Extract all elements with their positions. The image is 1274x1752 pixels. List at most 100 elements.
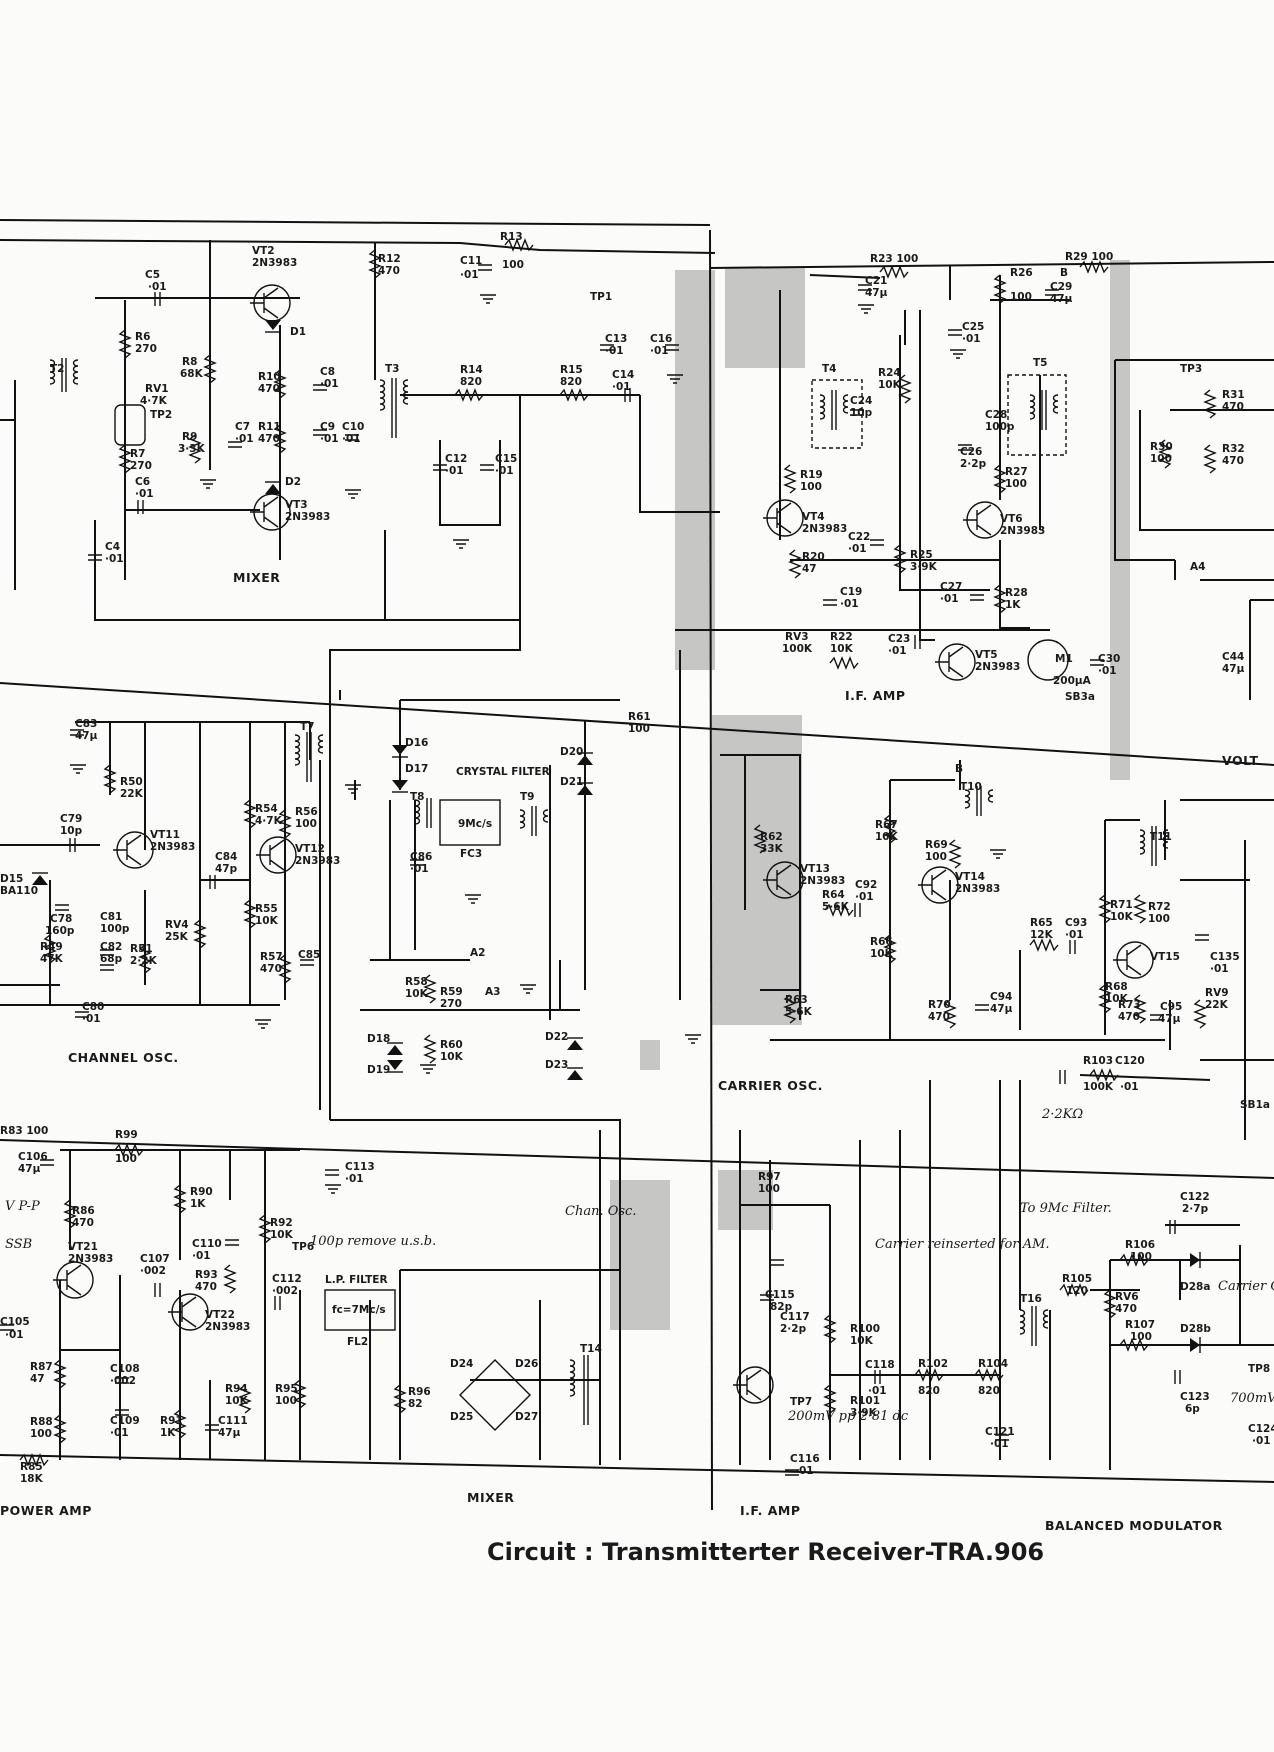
section-titles: MIXER I.F. AMP CHANNEL OSC. CARRIER OSC.… [0, 570, 1258, 1533]
resistor-r49 [43, 934, 57, 964]
svg-text:470: 470 [1222, 401, 1244, 413]
svg-text:47: 47 [802, 563, 817, 575]
svg-text:TP6: TP6 [292, 1241, 314, 1253]
svg-text:D23: D23 [545, 1059, 568, 1071]
svg-text:5·6K: 5·6K [785, 1006, 813, 1018]
resistor-r99 [114, 1143, 144, 1157]
svg-text:R61: R61 [628, 711, 651, 723]
svg-text:47µ: 47µ [75, 730, 98, 742]
svg-text:·01: ·01 [1098, 665, 1117, 677]
svg-text:270: 270 [440, 998, 462, 1010]
svg-text:820: 820 [918, 1385, 940, 1397]
svg-text:2·2p: 2·2p [960, 458, 987, 470]
svg-text:R96: R96 [408, 1386, 431, 1398]
svg-text:R60: R60 [440, 1039, 463, 1051]
svg-text:5·6K: 5·6K [822, 901, 850, 913]
svg-text:10K: 10K [440, 1051, 464, 1063]
svg-text:TP8: TP8 [1248, 1363, 1270, 1375]
svg-text:R8: R8 [182, 356, 197, 368]
svg-text:R68: R68 [1105, 981, 1128, 993]
svg-text:SB3a: SB3a [1065, 691, 1095, 703]
svg-text:R27: R27 [1005, 466, 1028, 478]
svg-text:C93: C93 [1065, 917, 1087, 929]
crystal-filter-label: CRYSTAL FILTER [456, 766, 550, 778]
svg-text:10K: 10K [405, 988, 429, 1000]
svg-text:T10: T10 [960, 781, 982, 793]
svg-text:C84: C84 [215, 851, 237, 863]
svg-text:R58: R58 [405, 976, 428, 988]
resistor-r20 [788, 549, 802, 579]
svg-text:1K: 1K [1005, 599, 1021, 611]
svg-text:100: 100 [925, 851, 947, 863]
svg-text:R24: R24 [878, 367, 901, 379]
transformer-t5 [1029, 390, 1059, 430]
svg-text:C44: C44 [1222, 651, 1244, 663]
svg-text:120: 120 [1066, 1285, 1088, 1297]
svg-text:C111: C111 [218, 1415, 248, 1427]
svg-text:C122: C122 [1180, 1191, 1210, 1203]
resistor-symbols [19, 238, 1217, 1467]
svg-text:10K: 10K [225, 1395, 249, 1407]
svg-text:470: 470 [378, 265, 400, 277]
svg-text:100: 100 [30, 1428, 52, 1440]
section-if-amp-bottom: I.F. AMP [740, 1503, 800, 1518]
resistor-r96 [393, 1384, 407, 1414]
note-700mv: 700mV pp [1230, 1391, 1274, 1406]
svg-text:R63: R63 [785, 994, 808, 1006]
svg-text:·01: ·01 [855, 891, 874, 903]
svg-text:C21: C21 [865, 275, 887, 287]
resistor-r13 [504, 238, 534, 252]
svg-text:2N3983: 2N3983 [955, 883, 1000, 895]
svg-text:R62: R62 [760, 831, 783, 843]
svg-text:R55: R55 [255, 903, 278, 915]
section-mixer-top: MIXER [233, 570, 280, 585]
svg-text:2N3983: 2N3983 [150, 841, 195, 853]
svg-text:100K: 100K [1083, 1081, 1114, 1093]
svg-text:47µ: 47µ [990, 1003, 1013, 1015]
resistor-r67 [883, 814, 897, 844]
svg-text:47: 47 [30, 1373, 45, 1385]
svg-text:47µ: 47µ [1222, 663, 1245, 675]
svg-text:R64: R64 [822, 889, 845, 901]
svg-text:160p: 160p [45, 925, 75, 937]
svg-text:470: 470 [928, 1011, 950, 1023]
svg-text:C110: C110 [192, 1238, 222, 1250]
svg-text:2·2K: 2·2K [130, 955, 158, 967]
t5-shield [1007, 374, 1067, 456]
svg-text:R86: R86 [72, 1205, 95, 1217]
transformer-t9 [519, 806, 549, 836]
svg-text:R101: R101 [850, 1395, 880, 1407]
transformer-t16 [1019, 1306, 1049, 1346]
svg-text:M1: M1 [1055, 653, 1073, 665]
svg-text:100: 100 [275, 1395, 297, 1407]
svg-text:2N3983: 2N3983 [252, 257, 297, 269]
svg-text:2·7p: 2·7p [1182, 1203, 1209, 1215]
svg-text:D18: D18 [367, 1033, 390, 1045]
svg-text:C16: C16 [650, 333, 672, 345]
svg-text:VT22: VT22 [205, 1309, 235, 1321]
svg-text:R106: R106 [1125, 1239, 1155, 1251]
svg-text:·01: ·01 [495, 465, 514, 477]
svg-text:T7: T7 [300, 721, 314, 733]
svg-text:C113: C113 [345, 1161, 375, 1173]
note-chan-osc: Chan. Osc. [565, 1204, 636, 1219]
svg-text:C5: C5 [145, 269, 160, 281]
transistor-symbols [53, 284, 1154, 1404]
resistor-r64 [824, 903, 854, 917]
meter-m1 [1027, 639, 1069, 681]
resistor-r107 [1119, 1338, 1149, 1352]
transformer-t2 [49, 358, 79, 392]
svg-text:R6: R6 [135, 331, 150, 343]
svg-text:R30: R30 [1150, 441, 1173, 453]
svg-text:R19: R19 [800, 469, 823, 481]
svg-text:VT14: VT14 [955, 871, 985, 883]
svg-text:C115: C115 [765, 1289, 795, 1301]
resistor-r11 [273, 424, 287, 454]
svg-text:R100: R100 [850, 1323, 880, 1335]
resistor-r102 [914, 1368, 944, 1382]
note-carrier-reinserted: Carrier reinserted for AM. [875, 1237, 1050, 1252]
resistor-r62 [753, 824, 767, 854]
svg-text:R14: R14 [460, 364, 483, 376]
